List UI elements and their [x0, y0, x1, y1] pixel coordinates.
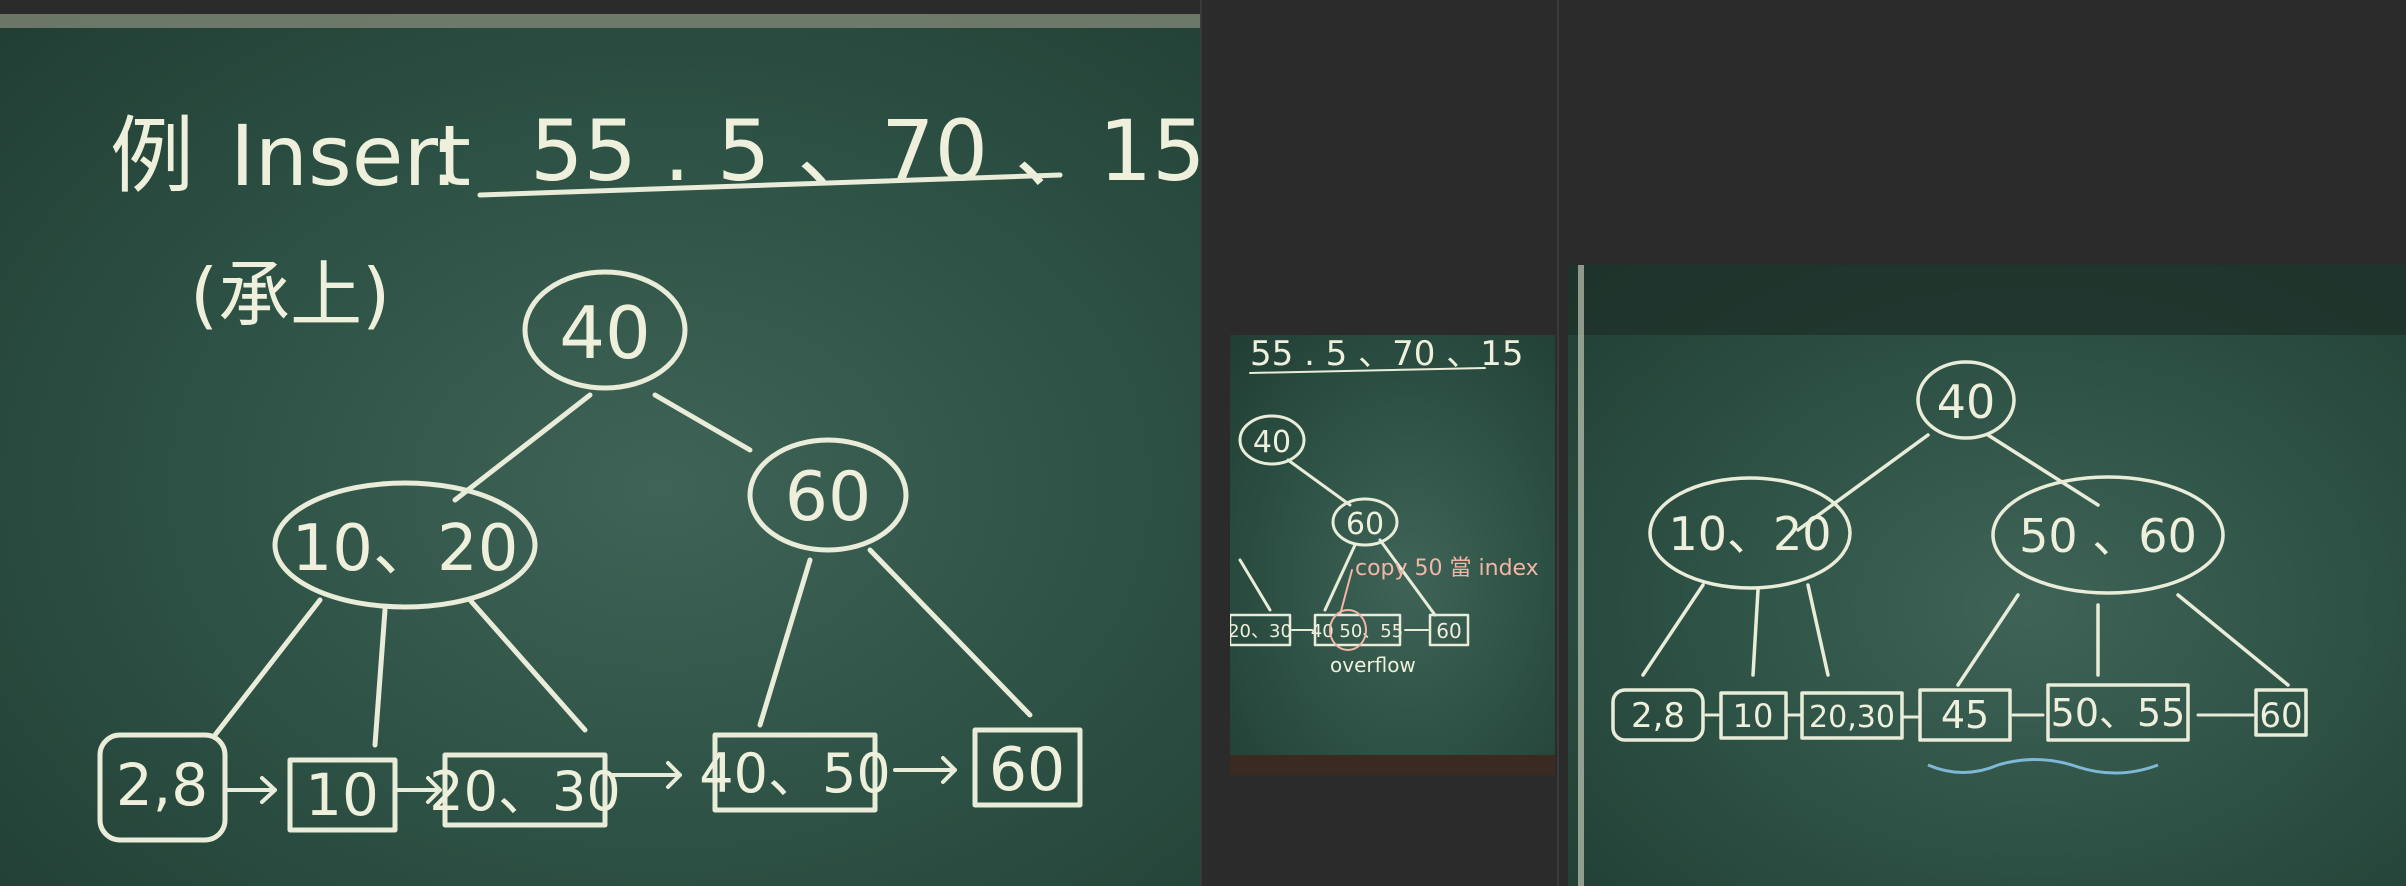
root-label: 40: [559, 291, 651, 375]
chalkboard-drawing-1: 例 Insert : 55 . 5 、70 、15 (承上) 40 10、20 …: [0, 0, 1200, 843]
p3-leaf-2: 10: [1733, 697, 1774, 735]
leaf-5: 60: [989, 735, 1065, 805]
p3-leaf-5: 50、55: [2051, 691, 2186, 735]
p2-right-label: 60: [1346, 507, 1384, 542]
leaf-4: 40、50: [699, 742, 890, 805]
p3-right-label: 50 、60: [2019, 509, 2197, 563]
p3-right-node: 50 、60: [1991, 475, 2225, 595]
leaf-row: 2,8 10 20、30 40、50 60: [97, 727, 1083, 843]
title-word: Insert: [230, 107, 471, 205]
p3-root-label: 40: [1937, 375, 1996, 429]
photo-panel-1: 例 Insert : 55 . 5 、70 、15 (承上) 40 10、20 …: [0, 0, 1200, 886]
chalkboard-drawing-3: 40 10、20 50 、60 2,8 10 20,30 45 50、55: [1568, 265, 2406, 886]
p2-copy-note: copy 50 當 index: [1355, 556, 1539, 581]
separator-1: [1200, 0, 1202, 886]
insert-keys: 55 . 5 、70 、15: [530, 102, 1200, 200]
p2-leaf-1: 20、30: [1230, 621, 1292, 642]
title-prefix: 例: [110, 107, 194, 205]
right-node-label: 60: [785, 458, 872, 537]
p2-leaf-2: 40 50、55: [1311, 621, 1403, 642]
p3-leaf-3: 20,30: [1809, 700, 1895, 735]
leaf-1: 2,8: [116, 751, 208, 819]
p2-overflow: overflow: [1330, 653, 1416, 677]
leaf-2: 10: [305, 761, 379, 829]
p3-leaf-row: 2,8 10 20,30 45 50、55 60: [1611, 683, 2308, 775]
tree-edges: [212, 392, 1033, 748]
root-node: 40: [522, 269, 688, 391]
p2-leaf-3: 60: [1436, 619, 1461, 643]
p3-left-label: 10、20: [1668, 507, 1831, 561]
left-node: 10、20: [272, 480, 538, 610]
title-colon: :: [430, 107, 458, 205]
chalkboard-drawing-2: 55 . 5 、70 、15 40 60 copy 50 當 index 20、…: [1230, 335, 1555, 775]
p3-root-node: 40: [1916, 360, 2016, 440]
left-node-label: 10、20: [292, 512, 519, 586]
leaf-3: 20、30: [429, 760, 620, 823]
photo-panel-2: 55 . 5 、70 、15 40 60 copy 50 當 index 20、…: [1230, 335, 1555, 775]
p3-left-node: 10、20: [1648, 476, 1852, 590]
p3-leaf-6: 60: [2259, 696, 2302, 736]
note-text: (承上): [190, 253, 390, 337]
separator-2: [1557, 0, 1559, 886]
p3-leaf-4: 45: [1941, 693, 1989, 737]
photo-panel-3: 40 10、20 50 、60 2,8 10 20,30 45 50、55: [1568, 265, 2406, 886]
p3-leaf-1: 2,8: [1631, 696, 1685, 736]
right-node: 60: [747, 437, 909, 553]
p2-root-label: 40: [1253, 425, 1291, 460]
